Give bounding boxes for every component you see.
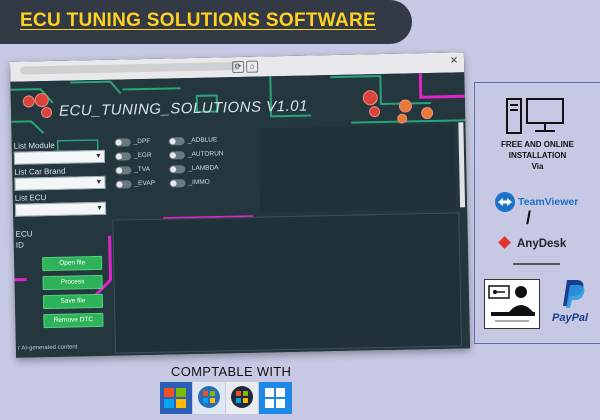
windows-xp-logo <box>160 382 192 414</box>
toggle-switch[interactable] <box>169 165 186 174</box>
computer-icon <box>506 98 564 134</box>
toggle-label: _DPF <box>133 137 151 146</box>
close-icon[interactable]: ✕ <box>449 55 459 67</box>
ai-note: r AI-generated content <box>17 344 78 352</box>
chevron-down-icon: ▼ <box>95 178 103 187</box>
anydesk-label: AnyDesk <box>517 238 567 250</box>
install-text-2: INSTALLATION <box>508 151 567 160</box>
windows-7-logo <box>193 382 225 414</box>
paypal-label: PayPal <box>552 312 589 324</box>
windows-10-logo <box>259 382 292 414</box>
toggle-label: _AUTORUN <box>187 150 224 159</box>
compatible-heading: COMPTABLE WITH <box>171 364 292 379</box>
app-area: ECU_TUNING_SOLUTIONS V1.01 List Module ▼… <box>10 72 471 358</box>
list-module-label: List Module <box>13 140 55 151</box>
toggle-switch[interactable] <box>114 152 132 161</box>
toggle-label: _EGR <box>133 151 152 160</box>
toggle-label: _EVAP <box>134 179 156 188</box>
install-panel: FREE AND ONLINE INSTALLATION Via TeamVie… <box>474 82 600 344</box>
toggle-switch[interactable] <box>168 137 185 146</box>
list-module-select[interactable]: ▼ <box>13 149 106 165</box>
list-ecu-label: List ECU <box>14 193 47 203</box>
support-agent-icon <box>488 285 535 322</box>
toggle-switch[interactable] <box>115 166 132 175</box>
info-panel <box>258 124 457 213</box>
reload-icon[interactable]: ⟳ <box>231 60 245 74</box>
process-button[interactable]: Process <box>42 274 103 291</box>
or-separator: / <box>526 208 532 228</box>
chevron-down-icon: ▼ <box>94 152 102 161</box>
list-car-brand-label: List Car Brand <box>14 166 66 177</box>
toggle-label: _IMMO <box>188 178 210 187</box>
install-text-3: Via <box>531 162 544 171</box>
header-banner: ECU TUNING SOLUTIONS SOFTWARE <box>0 0 412 44</box>
divider <box>513 263 560 265</box>
anydesk-icon <box>498 236 511 249</box>
teamviewer-label: TeamViewer <box>518 196 579 208</box>
windows-logos <box>160 382 292 414</box>
toggle-label: _LAMBDA <box>188 164 219 173</box>
toggle-switch[interactable] <box>114 138 131 147</box>
toggle-switch[interactable] <box>168 151 186 160</box>
toggle-label: _ADBLUE <box>187 136 218 145</box>
software-window: ⟳ ⌂ ✕ <box>9 52 471 358</box>
windows-vista-logo <box>226 382 258 414</box>
teamviewer-icon <box>495 192 515 212</box>
chevron-down-icon: ▼ <box>96 204 104 213</box>
address-bar[interactable] <box>20 61 241 75</box>
log-panel <box>112 212 463 354</box>
install-text-1: FREE AND ONLINE <box>500 140 575 149</box>
toggle-label: _TVA <box>134 165 151 174</box>
list-ecu-select[interactable]: ▼ <box>14 201 107 217</box>
option-toggles: _DPF _ADBLUE _EGR _AUTORUN _TVA _LAMBDA … <box>114 135 257 218</box>
id-label: ID <box>15 240 24 250</box>
banner-title: ECU TUNING SOLUTIONS SOFTWARE <box>20 10 376 31</box>
toggle-switch[interactable] <box>115 180 132 189</box>
toggle-switch[interactable] <box>169 179 186 188</box>
list-car-brand-select[interactable]: ▼ <box>14 175 106 191</box>
support-agent-card <box>484 279 540 329</box>
ecu-label: ECU <box>15 229 33 239</box>
home-icon[interactable]: ⌂ <box>245 60 259 73</box>
remove-dtc-button[interactable]: Remove DTC <box>43 312 104 329</box>
open-file-button[interactable]: Open file <box>42 255 103 272</box>
paypal-icon <box>563 280 585 308</box>
save-file-button[interactable]: Save file <box>42 293 104 310</box>
